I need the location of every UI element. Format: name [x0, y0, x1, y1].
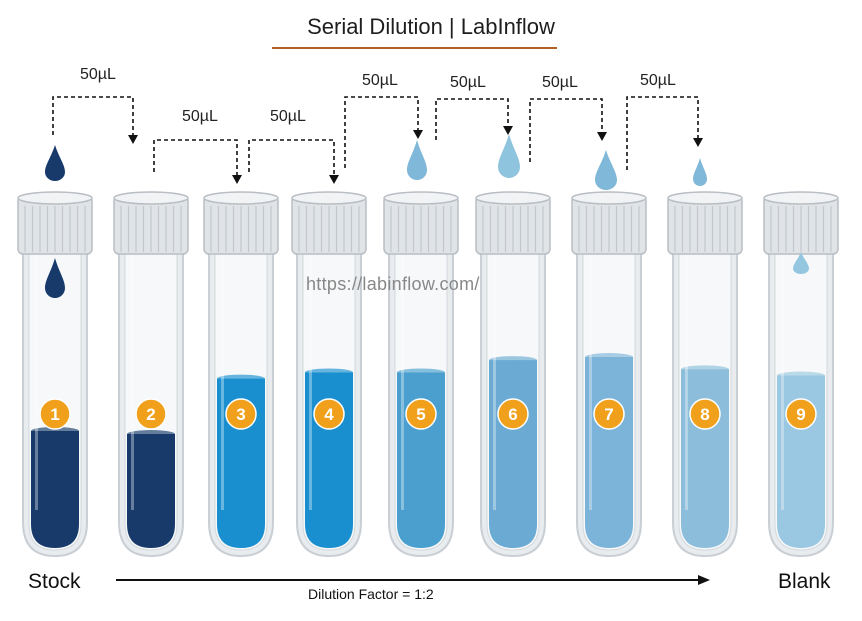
drop-icon: [498, 134, 520, 178]
tube-badge: [689, 398, 721, 430]
transfer-label-1: 50µL: [80, 66, 116, 83]
liquid-meniscus: [397, 368, 445, 377]
transfer-label-7: 50µL: [640, 72, 676, 89]
drop-icon: [693, 158, 707, 186]
tube-badge: [313, 398, 345, 430]
tube-badge: [405, 398, 437, 430]
glass-highlight: [401, 250, 404, 510]
liquid-meniscus: [31, 426, 79, 435]
tube-cap: [475, 191, 551, 255]
transfer-arrowhead: [693, 138, 703, 147]
transfer-connector-6: [529, 98, 603, 162]
transfer-arrowhead: [597, 132, 607, 141]
transfer-connector-3: [248, 139, 335, 175]
liquid-meniscus: [305, 368, 353, 377]
transfer-label-4: 50µL: [362, 72, 398, 89]
transfer-connector-1: [52, 96, 134, 135]
liquid-meniscus: [777, 371, 825, 380]
tube-badge: [593, 398, 625, 430]
transfer-connector-4: [344, 96, 419, 168]
tube-number: 8: [700, 405, 709, 424]
tube-number: 4: [324, 405, 334, 424]
transfer-arrowhead: [413, 130, 423, 139]
tube-number: 6: [508, 405, 517, 424]
transfer-connector-2: [153, 139, 238, 175]
tube-number: 2: [146, 405, 155, 424]
tube-badge: [39, 398, 71, 430]
tube-1: 1: [17, 191, 93, 558]
dilution-factor-label: Dilution Factor = 1:2: [308, 586, 434, 602]
transfer-label-3: 50µL: [270, 108, 306, 125]
tube-badge: [225, 398, 257, 430]
liquid-meniscus: [127, 430, 175, 439]
transfer-arrowhead: [329, 175, 339, 184]
transfer-arrowhead: [128, 135, 138, 144]
tube-3: 3: [203, 191, 279, 558]
drop-icon: [45, 258, 65, 298]
stock-label: Stock: [28, 570, 81, 593]
transfer-connector-5: [435, 98, 509, 140]
tube-cap: [383, 191, 459, 255]
dilution-arrow-head: [698, 575, 710, 585]
drop-icon: [407, 140, 427, 180]
transfer-label-2: 50µL: [182, 108, 218, 125]
tube-number: 7: [604, 405, 613, 424]
liquid-meniscus: [585, 353, 633, 362]
tube-cap: [571, 191, 647, 255]
tube-9: 9: [763, 191, 839, 558]
tube-liquid: [681, 369, 729, 548]
transfer-label-5: 50µL: [450, 74, 486, 91]
tube-number: 9: [796, 405, 805, 424]
glass-highlight: [589, 250, 592, 510]
tube-7: 7: [571, 191, 647, 558]
tube-badge: [785, 398, 817, 430]
tube-number: 3: [236, 405, 245, 424]
tube-8: 8: [667, 191, 743, 558]
drop-icon: [793, 252, 809, 274]
title-underline: [272, 47, 557, 49]
tube-cap: [113, 191, 189, 255]
liquid-meniscus: [681, 365, 729, 374]
tube-4: 4: [291, 191, 367, 558]
drop-icon: [45, 145, 65, 181]
tube-liquid: [31, 430, 79, 548]
tube-2: 2: [113, 191, 189, 558]
watermark-url: https://labinflow.com/: [306, 274, 480, 294]
glass-highlight: [685, 250, 688, 510]
tube-number: 5: [416, 405, 425, 424]
tube-cap: [203, 191, 279, 255]
transfer-connector-7: [626, 96, 699, 170]
drop-icon: [595, 150, 617, 190]
blank-label: Blank: [778, 570, 831, 593]
glass-highlight: [493, 250, 496, 510]
liquid-meniscus: [489, 356, 537, 365]
tube-number: 1: [50, 405, 59, 424]
glass-highlight: [781, 250, 784, 510]
tube-cap: [667, 191, 743, 255]
transfer-arrowhead: [503, 126, 513, 135]
glass-highlight: [309, 250, 312, 510]
glass-highlight: [221, 250, 224, 510]
tube-badge: [135, 398, 167, 430]
tube-badge: [497, 398, 529, 430]
transfer-arrowhead: [232, 175, 242, 184]
tube-cap: [291, 191, 367, 255]
page-title: Serial Dilution | LabInflow: [307, 14, 555, 39]
tube-5: 5: [383, 191, 459, 558]
glass-highlight: [131, 250, 134, 510]
transfer-label-6: 50µL: [542, 74, 578, 91]
liquid-meniscus: [217, 374, 265, 383]
tube-6: 6: [475, 191, 551, 558]
tube-cap: [17, 191, 93, 255]
tube-cap: [763, 191, 839, 255]
glass-highlight: [35, 250, 38, 510]
tube-liquid: [489, 360, 537, 548]
tube-liquid: [127, 434, 175, 548]
tube-liquid: [585, 357, 633, 548]
